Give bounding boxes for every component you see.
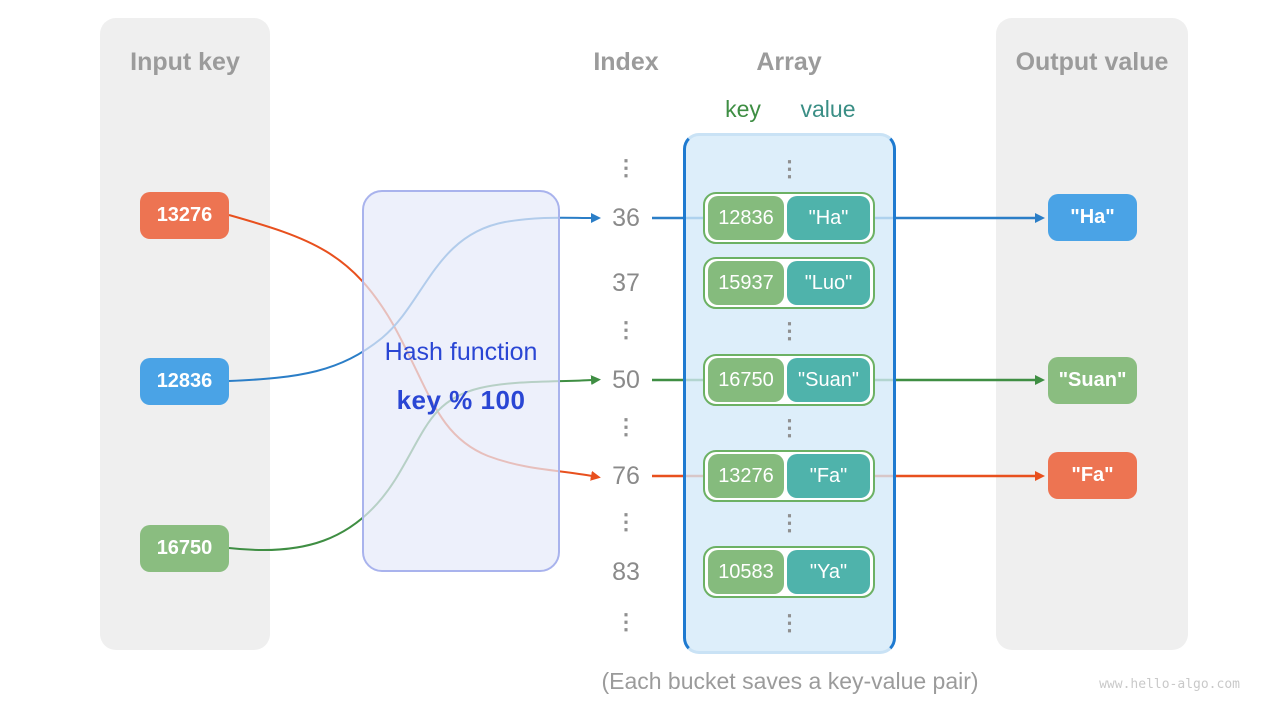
bucket-76: 13276 "Fa" <box>703 450 875 502</box>
array-header: Array <box>756 48 822 76</box>
array-ellipsis: ⋮ <box>778 156 801 181</box>
bucket-value: "Fa" <box>787 454 870 498</box>
index-76: 76 <box>612 462 640 490</box>
output-value-ha: "Ha" <box>1048 194 1137 241</box>
index-ellipsis: ⋮ <box>615 414 637 439</box>
output-value-fa: "Fa" <box>1048 452 1137 499</box>
array-ellipsis: ⋮ <box>778 610 801 635</box>
hash-function-formula: key % 100 <box>396 385 526 415</box>
bucket-key: 13276 <box>708 454 784 498</box>
array-ellipsis: ⋮ <box>778 415 801 440</box>
index-36: 36 <box>612 204 640 232</box>
output-value-title: Output value <box>1015 48 1169 76</box>
index-ellipsis: ⋮ <box>615 317 637 342</box>
input-key-16750: 16750 <box>140 525 229 572</box>
value-column-label: value <box>800 96 856 122</box>
bucket-key: 16750 <box>708 358 784 402</box>
output-value-panel: Output value <box>996 18 1188 650</box>
bucket-value: "Ya" <box>787 550 870 594</box>
index-ellipsis: ⋮ <box>615 155 637 180</box>
bucket-83: 10583 "Ya" <box>703 546 875 598</box>
bucket-36: 12836 "Ha" <box>703 192 875 244</box>
index-header: Index <box>593 48 659 76</box>
key-column-label: key <box>725 96 761 122</box>
bucket-key: 15937 <box>708 261 784 305</box>
output-value-suan: "Suan" <box>1048 357 1137 404</box>
bucket-key: 10583 <box>708 550 784 594</box>
array-ellipsis: ⋮ <box>778 510 801 535</box>
bucket-50: 16750 "Suan" <box>703 354 875 406</box>
bucket-key: 12836 <box>708 196 784 240</box>
index-37: 37 <box>612 269 640 297</box>
index-50: 50 <box>612 366 640 394</box>
watermark: www.hello-algo.com <box>1099 677 1240 692</box>
index-83: 83 <box>612 558 640 586</box>
bucket-value: "Ha" <box>787 196 870 240</box>
hash-function-box: Hash function key % 100 <box>362 190 560 572</box>
hash-function-text: Hash function key % 100 <box>364 338 558 416</box>
bucket-37: 15937 "Luo" <box>703 257 875 309</box>
array-container: ⋮ 12836 "Ha" 15937 "Luo" ⋮ 16750 "Suan" … <box>683 133 896 654</box>
caption: (Each bucket saves a key-value pair) <box>601 668 979 694</box>
bucket-value: "Suan" <box>787 358 870 402</box>
array-ellipsis: ⋮ <box>778 318 801 343</box>
index-ellipsis: ⋮ <box>615 509 637 534</box>
input-key-12836: 12836 <box>140 358 229 405</box>
index-ellipsis: ⋮ <box>615 609 637 634</box>
bucket-value: "Luo" <box>787 261 870 305</box>
input-key-13276: 13276 <box>140 192 229 239</box>
hash-function-title: Hash function <box>384 338 538 366</box>
input-key-title: Input key <box>130 48 240 76</box>
